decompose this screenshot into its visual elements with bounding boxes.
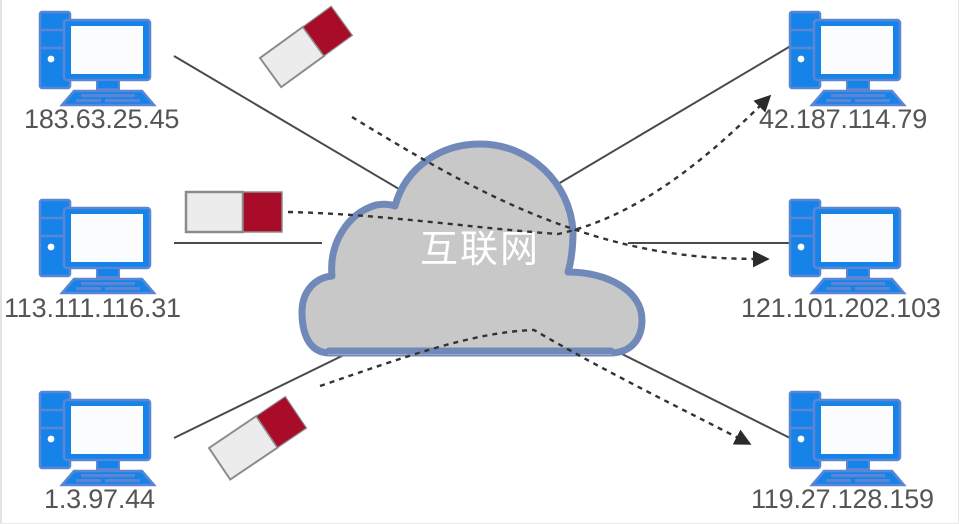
flow-arrow-1 bbox=[351, 115, 770, 268]
link-solid-left-1 bbox=[173, 55, 405, 193]
ip-label-right-1: 42.187.114.79 bbox=[759, 104, 928, 134]
dashed-flows-group bbox=[287, 94, 772, 446]
ip-label-left-1: 183.63.25.45 bbox=[24, 104, 180, 134]
host-right-2[interactable] bbox=[788, 198, 906, 295]
host-right-3[interactable] bbox=[788, 390, 906, 487]
link-solid-right-3 bbox=[589, 337, 795, 441]
ip-label-left-2: 113.111.116.31 bbox=[4, 293, 181, 323]
host-left-1[interactable] bbox=[38, 10, 156, 107]
ip-label-right-3: 119.27.128.159 bbox=[751, 484, 934, 514]
packet-tail bbox=[255, 395, 308, 449]
flow-arrow-2 bbox=[287, 94, 772, 236]
desktop-computer-icon bbox=[38, 10, 156, 107]
internet-cloud[interactable]: 互联网 bbox=[298, 140, 646, 357]
solid-links-group bbox=[173, 43, 795, 441]
ip-label-right-2: 121.101.202.103 bbox=[741, 293, 941, 323]
link-solid-right-1 bbox=[557, 43, 795, 185]
desktop-computer-icon bbox=[788, 10, 906, 107]
ip-label-left-3: 1.3.97.44 bbox=[44, 484, 155, 514]
desktop-computer-icon bbox=[788, 198, 906, 295]
packet-3[interactable] bbox=[207, 395, 308, 481]
host-left-3[interactable] bbox=[38, 390, 156, 487]
packet-tail bbox=[302, 5, 354, 57]
cloud-shape bbox=[298, 140, 646, 357]
link-solid-left-3 bbox=[173, 351, 351, 439]
desktop-computer-icon bbox=[38, 390, 156, 487]
host-right-1[interactable] bbox=[788, 10, 906, 107]
flow-arrow-3 bbox=[319, 328, 752, 446]
cloud-label: 互联网 bbox=[420, 227, 540, 271]
host-left-2[interactable] bbox=[38, 198, 156, 295]
packet-tail bbox=[242, 191, 283, 233]
packet-2[interactable] bbox=[184, 190, 283, 234]
packet-body bbox=[184, 190, 245, 234]
packet-1[interactable] bbox=[258, 5, 354, 89]
desktop-computer-icon bbox=[788, 390, 906, 487]
desktop-computer-icon bbox=[38, 198, 156, 295]
